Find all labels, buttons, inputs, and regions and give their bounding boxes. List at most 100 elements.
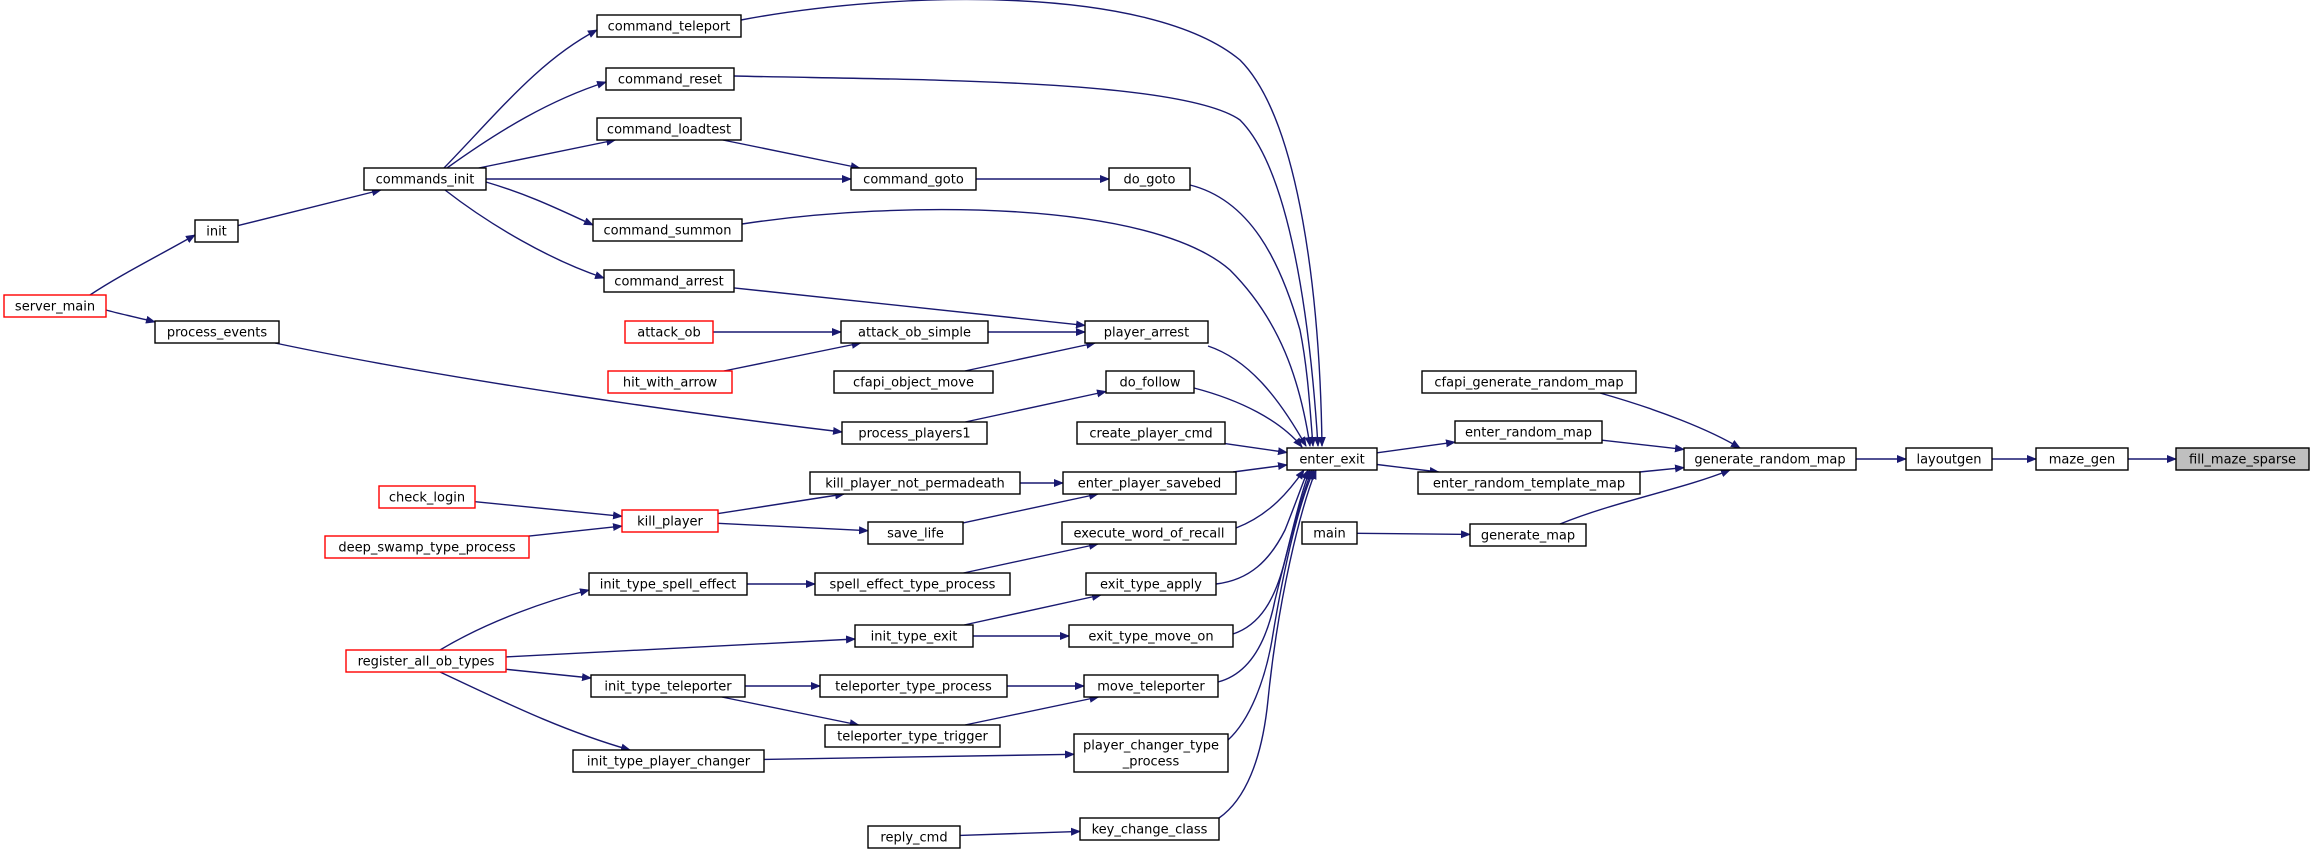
edge-register_all_ob_types-to-init_type_teleporter xyxy=(505,668,592,682)
node-attack_ob[interactable]: attack_ob xyxy=(624,320,714,344)
node-hit_with_arrow[interactable]: hit_with_arrow xyxy=(607,370,733,394)
node-label: server_main xyxy=(15,300,95,315)
node-deep_swamp_type_process[interactable]: deep_swamp_type_process xyxy=(324,535,530,559)
node-label: teleporter_type_trigger xyxy=(837,730,988,745)
node-box xyxy=(1421,370,1637,394)
node-box xyxy=(1286,447,1378,471)
node-label: generate_map xyxy=(1481,529,1575,544)
node-box xyxy=(596,14,742,38)
node-spell_effect_type_process[interactable]: spell_effect_type_process xyxy=(814,572,1011,596)
node-register_all_ob_types[interactable]: register_all_ob_types xyxy=(345,649,507,673)
node-label: layoutgen xyxy=(1916,453,1981,468)
node-init_type_spell_effect[interactable]: init_type_spell_effect xyxy=(588,572,748,596)
node-process_players1[interactable]: process_players1 xyxy=(841,421,988,445)
node-exit_type_apply[interactable]: exit_type_apply xyxy=(1085,572,1217,596)
node-generate_map[interactable]: generate_map xyxy=(1469,523,1587,547)
node-box xyxy=(850,167,977,191)
node-enter_random_map[interactable]: enter_random_map xyxy=(1454,420,1603,444)
node-teleporter_type_process[interactable]: teleporter_type_process xyxy=(819,674,1008,698)
node-enter_exit[interactable]: enter_exit xyxy=(1286,447,1378,471)
node-attack_ob_simple[interactable]: attack_ob_simple xyxy=(840,320,989,344)
node-label: init_type_exit xyxy=(871,630,958,645)
node-do_follow[interactable]: do_follow xyxy=(1105,370,1195,394)
node-execute_word_of_recall[interactable]: execute_word_of_recall xyxy=(1061,521,1237,545)
node-create_player_cmd[interactable]: create_player_cmd xyxy=(1076,421,1226,445)
node-do_goto[interactable]: do_goto xyxy=(1108,167,1191,191)
node-box xyxy=(1076,421,1226,445)
node-command_arrest[interactable]: command_arrest xyxy=(603,269,735,293)
edge-teleporter_type_trigger-to-move_teleporter xyxy=(964,694,1100,726)
node-box xyxy=(590,674,746,698)
node-box xyxy=(1105,370,1195,394)
edge-init_type_player_changer-to-player_changer_type_process xyxy=(763,750,1075,761)
node-enter_player_savebed[interactable]: enter_player_savebed xyxy=(1062,471,1237,495)
node-maze_gen[interactable]: maze_gen xyxy=(2035,447,2129,471)
node-box xyxy=(603,269,735,293)
node-label: fill_maze_sparse xyxy=(2189,453,2296,468)
node-init_type_teleporter[interactable]: init_type_teleporter xyxy=(590,674,746,698)
node-check_login[interactable]: check_login xyxy=(378,485,476,509)
edge-player_changer_type_process-to-enter_exit xyxy=(1227,469,1315,741)
node-command_goto[interactable]: command_goto xyxy=(850,167,977,191)
node-generate_random_map[interactable]: generate_random_map xyxy=(1683,447,1857,471)
edge-enter_player_savebed-to-enter_exit xyxy=(1233,462,1288,473)
node-label: main xyxy=(1313,527,1345,542)
node-move_teleporter[interactable]: move_teleporter xyxy=(1083,674,1219,698)
node-box xyxy=(1683,447,1857,471)
node-box xyxy=(378,485,476,509)
node-reply_cmd[interactable]: reply_cmd xyxy=(867,825,961,849)
node-exit_type_move_on[interactable]: exit_type_move_on xyxy=(1068,624,1234,648)
node-box xyxy=(1084,320,1209,344)
node-server_main[interactable]: server_main xyxy=(3,294,107,318)
node-box xyxy=(1068,624,1234,648)
edge-enter_random_template_map-to-generate_random_map xyxy=(1639,464,1685,473)
node-init[interactable]: init xyxy=(194,219,239,243)
node-cfapi_object_move[interactable]: cfapi_object_move xyxy=(833,370,994,394)
node-process_events[interactable]: process_events xyxy=(154,320,280,344)
node-layoutgen[interactable]: layoutgen xyxy=(1905,447,1993,471)
node-box xyxy=(814,572,1011,596)
node-kill_player[interactable]: kill_player xyxy=(621,509,719,533)
edge-commands_init-to-command_teleport xyxy=(443,29,598,169)
node-label: command_loadtest xyxy=(607,123,731,138)
node-key_change_class[interactable]: key_change_class xyxy=(1079,817,1220,841)
node-enter_random_template_map[interactable]: enter_random_template_map xyxy=(1417,471,1641,495)
node-label: process_events xyxy=(167,326,267,341)
node-commands_init[interactable]: commands_init xyxy=(363,167,487,191)
edge-command_arrest-to-player_arrest xyxy=(733,287,1086,329)
node-label: execute_word_of_recall xyxy=(1074,527,1225,542)
node-box xyxy=(324,535,530,559)
node-label: commands_init xyxy=(376,173,475,188)
edge-init_type_exit-to-exit_type_apply xyxy=(963,593,1102,626)
node-kill_player_not_permadeath[interactable]: kill_player_not_permadeath xyxy=(809,471,1021,495)
node-init_type_player_changer[interactable]: init_type_player_changer xyxy=(572,749,765,773)
node-label: move_teleporter xyxy=(1097,680,1205,695)
node-command_loadtest[interactable]: command_loadtest xyxy=(596,117,742,141)
node-box xyxy=(840,320,989,344)
edge-commands_init-to-command_loadtest xyxy=(478,137,617,169)
edge-reply_cmd-to-key_change_class xyxy=(959,827,1081,837)
node-command_teleport[interactable]: command_teleport xyxy=(596,14,742,38)
node-box xyxy=(572,749,765,773)
node-teleporter_type_trigger[interactable]: teleporter_type_trigger xyxy=(824,724,1001,748)
node-label: kill_player xyxy=(637,515,703,530)
node-box xyxy=(809,471,1021,495)
node-player_arrest[interactable]: player_arrest xyxy=(1084,320,1209,344)
node-player_changer_type_process[interactable]: player_changer_type_process xyxy=(1073,733,1229,773)
node-save_life[interactable]: save_life xyxy=(867,521,964,545)
node-init_type_exit[interactable]: init_type_exit xyxy=(854,624,974,648)
node-label: command_teleport xyxy=(608,20,731,35)
node-box xyxy=(833,370,994,394)
node-label: teleporter_type_process xyxy=(835,680,992,695)
node-fill_maze_sparse[interactable]: fill_maze_sparse xyxy=(2175,447,2310,471)
edge-server_main-to-process_events xyxy=(105,309,156,324)
edge-commands_init-to-command_summon xyxy=(485,181,594,226)
node-main[interactable]: main xyxy=(1301,521,1358,545)
node-cfapi_generate_random_map[interactable]: cfapi_generate_random_map xyxy=(1421,370,1637,394)
node-box xyxy=(867,521,964,545)
node-command_summon[interactable]: command_summon xyxy=(592,218,743,242)
node-command_reset[interactable]: command_reset xyxy=(605,67,735,91)
node-label: create_player_cmd xyxy=(1089,427,1212,442)
node-box xyxy=(621,509,719,533)
node-label: command_summon xyxy=(604,224,732,239)
